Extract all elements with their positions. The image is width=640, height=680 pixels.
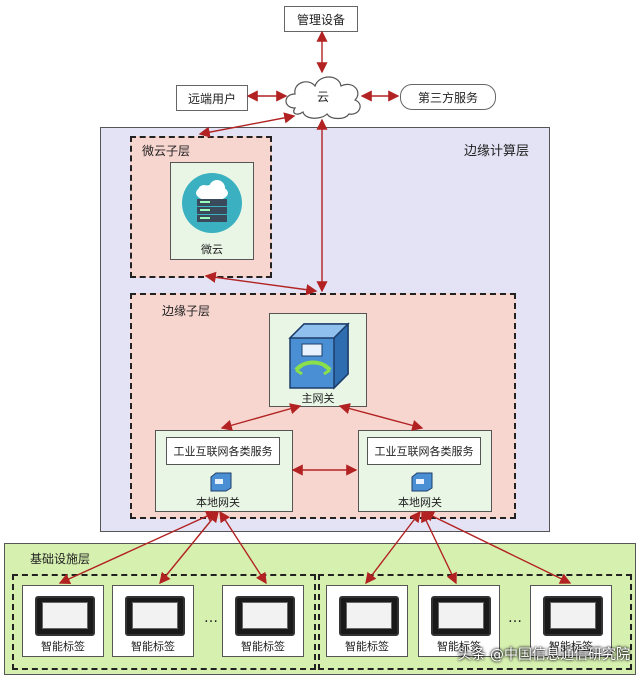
left-local-gateway-label: 本地网关 <box>196 496 240 509</box>
smart-tag-screen-icon <box>339 596 399 636</box>
smart-tag: 智能标签 <box>530 585 612 657</box>
smart-tag-screen-icon <box>35 596 95 636</box>
smart-tag: 智能标签 <box>112 585 194 657</box>
smart-tag: 智能标签 <box>22 585 104 657</box>
cloud-icon <box>285 76 361 120</box>
right-ellipsis: … <box>508 610 522 626</box>
smart-tag-label: 智能标签 <box>549 640 593 653</box>
smart-tag: 智能标签 <box>222 585 304 657</box>
smart-tag-screen-icon <box>543 596 603 636</box>
cloud-server-icon <box>182 173 242 233</box>
smart-tag: 智能标签 <box>418 585 500 657</box>
third-party-service-box: 第三方服务 <box>400 84 496 110</box>
right-industrial-service-box: 工业互联网各类服务 <box>367 437 481 465</box>
gateway-icon <box>288 322 350 390</box>
micro-cloud-sublayer-title: 微云子层 <box>142 144 191 158</box>
micro-cloud-label: 微云 <box>201 243 223 256</box>
left-industrial-service-box: 工业互联网各类服务 <box>166 437 280 465</box>
edge-sublayer-title: 边缘子层 <box>162 304 211 318</box>
smart-tag-label: 智能标签 <box>41 640 85 653</box>
smart-tag-label: 智能标签 <box>241 640 285 653</box>
remote-user-box: 远端用户 <box>176 85 248 111</box>
infrastructure-layer-title: 基础设施层 <box>30 552 91 566</box>
cloud-label: 云 <box>317 90 330 104</box>
smart-tag-label: 智能标签 <box>437 640 481 653</box>
right-local-gateway-icon <box>411 472 433 492</box>
left-local-gateway-icon <box>210 472 232 492</box>
smart-tag-screen-icon <box>431 596 491 636</box>
main-gateway-node: 主网关 <box>269 313 367 407</box>
main-gateway-label: 主网关 <box>301 392 335 405</box>
smart-tag-screen-icon <box>235 596 295 636</box>
left-ellipsis: … <box>204 610 218 626</box>
smart-tag: 智能标签 <box>326 585 408 657</box>
edge-computing-layer-title: 边缘计算层 <box>464 144 530 159</box>
management-device-box: 管理设备 <box>284 6 358 32</box>
watermark: 头条 @中国信息通信研究院 <box>457 647 630 663</box>
right-local-gateway-label: 本地网关 <box>398 496 442 509</box>
micro-cloud-node: 微云 <box>170 162 254 260</box>
smart-tag-screen-icon <box>125 596 185 636</box>
smart-tag-label: 智能标签 <box>131 640 175 653</box>
smart-tag-label: 智能标签 <box>345 640 389 653</box>
